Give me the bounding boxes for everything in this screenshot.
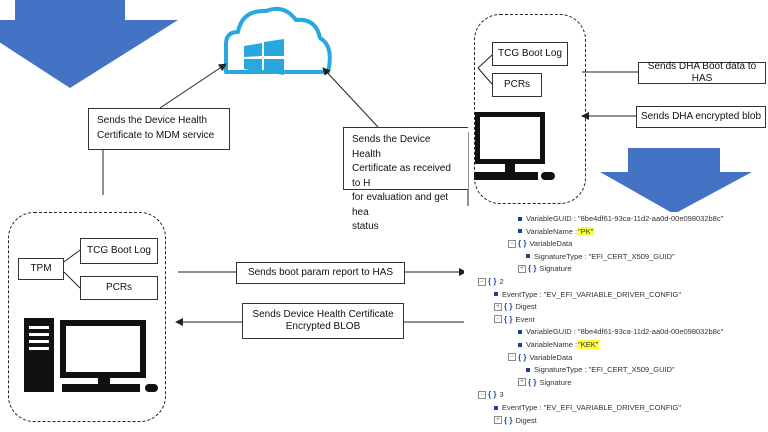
- property-icon: [518, 342, 522, 347]
- tree-leaf-row: SignatureType : "EFI_CERT_X509_GUID": [526, 252, 675, 261]
- tree-text: Event: [515, 314, 535, 324]
- collapse-icon[interactable]: −: [508, 239, 516, 248]
- bottom-device-group: [8, 212, 166, 422]
- property-icon: [494, 292, 498, 297]
- tree-node-row[interactable]: +{ }Signature: [518, 378, 572, 387]
- tree-text: VariableName :: [526, 340, 578, 349]
- tree-text: VariableData: [529, 239, 573, 249]
- property-icon: [518, 229, 522, 234]
- bottom-tcg-boot-log-box: TCG Boot Log: [80, 238, 158, 264]
- tree-leaf-row: SignatureType : "EFI_CERT_X509_GUID": [526, 365, 675, 374]
- collapse-icon[interactable]: −: [508, 353, 516, 362]
- tree-text: EventType : "EV_EFI_VARIABLE_DRIVER_CONF…: [502, 289, 682, 299]
- property-icon: [518, 216, 522, 221]
- tree-node-row[interactable]: −{ }Event: [494, 315, 535, 324]
- collapse-icon[interactable]: −: [478, 390, 486, 399]
- tree-leaf-row: VariableName : "PK": [518, 226, 595, 236]
- arrow-to-cloud-from-mdm: [159, 63, 227, 109]
- expand-icon[interactable]: +: [494, 302, 502, 311]
- note-line: Sends the Device Health: [352, 134, 431, 160]
- sends-dha-boot-label: Sends DHA Boot data to HAS: [638, 61, 766, 84]
- object-brace-icon: { }: [488, 390, 497, 400]
- tree-node-row[interactable]: +{ }Signature: [518, 264, 572, 273]
- tpm-box: TPM: [18, 258, 64, 280]
- expand-icon[interactable]: +: [518, 378, 526, 387]
- mdm-note: Sends the Device Health Certificate to M…: [88, 108, 230, 150]
- note-line: status: [352, 221, 379, 232]
- tree-text: SignatureType : "EFI_CERT_X509_GUID": [534, 251, 675, 261]
- tree-leaf-row: EventType : "EV_EFI_VARIABLE_DRIVER_CONF…: [494, 290, 681, 299]
- tree-node-row[interactable]: −{ }VariableData: [508, 239, 572, 248]
- tree-leaf-row: EventType : "EV_EFI_VARIABLE_DRIVER_CONF…: [494, 403, 681, 412]
- object-brace-icon: { }: [504, 415, 513, 425]
- property-icon: [518, 329, 522, 334]
- bottom-pcrs-box: PCRs: [80, 276, 158, 300]
- tree-leaf-row: VariableName : "KEK": [518, 340, 600, 349]
- object-brace-icon: { }: [518, 352, 527, 362]
- tcg-boot-log-box: TCG Boot Log: [492, 42, 568, 66]
- sends-dha-blob-label: Sends DHA encrypted blob: [636, 106, 766, 128]
- device-cert-label: Sends Device Health Certificate Encrypte…: [242, 303, 404, 339]
- expand-icon[interactable]: +: [494, 416, 502, 425]
- object-brace-icon: { }: [528, 377, 537, 387]
- tree-text: 3: [499, 390, 504, 400]
- property-icon: [526, 367, 530, 372]
- tree-text: EventType : "EV_EFI_VARIABLE_DRIVER_CONF…: [502, 403, 682, 412]
- has-note: Sends the Device Health Certificate as r…: [343, 127, 468, 232]
- object-brace-icon: { }: [528, 264, 537, 274]
- tree-text: SignatureType : "EFI_CERT_X509_GUID": [534, 365, 675, 375]
- tree-leaf-row: VariableGUID : "8be4df61-93ca-11d2-aa0d-…: [518, 327, 723, 336]
- expand-icon[interactable]: +: [518, 264, 526, 273]
- tree-text: VariableGUID : "8be4df61-93ca-11d2-aa0d-…: [526, 327, 724, 337]
- object-brace-icon: { }: [504, 314, 513, 324]
- collapse-icon[interactable]: −: [478, 277, 486, 286]
- top-device-group: [474, 14, 586, 204]
- object-brace-icon: { }: [488, 277, 497, 286]
- note-line: Certificate as received to H: [352, 163, 451, 189]
- property-icon: [494, 405, 498, 410]
- tree-text: Signature: [539, 264, 572, 274]
- tree-node-row[interactable]: +{ }Digest: [494, 302, 537, 311]
- tower-computer-icon: [24, 318, 158, 392]
- desktop-computer-icon: [474, 112, 555, 180]
- tree-text: Digest: [515, 415, 537, 425]
- tree-node-row[interactable]: +{ }Digest: [494, 416, 537, 425]
- highlighted-value: "KEK": [577, 340, 600, 349]
- tree-text: VariableName :: [526, 226, 578, 236]
- tree-node-row[interactable]: −{ }2: [478, 277, 504, 286]
- pcrs-box: PCRs: [492, 73, 542, 97]
- object-brace-icon: { }: [504, 302, 513, 312]
- tree-text: Digest: [515, 302, 537, 312]
- tree-text: VariableData: [529, 352, 573, 362]
- tree-text: VariableGUID : "8be4df61-93ca-11d2-aa0d-…: [526, 214, 724, 223]
- tree-leaf-row: VariableGUID : "8be4df61-93ca-11d2-aa0d-…: [518, 214, 723, 223]
- collapse-icon[interactable]: −: [494, 315, 502, 324]
- tree-node-row[interactable]: −{ }3: [478, 390, 504, 399]
- tree-node-row[interactable]: −{ }VariableData: [508, 353, 572, 362]
- big-down-arrow-right-icon: [600, 148, 752, 214]
- big-down-arrow-icon: [0, 0, 178, 88]
- boot-param-label: Sends boot param report to HAS: [236, 262, 405, 284]
- cloud-windows-icon: [224, 6, 332, 75]
- object-brace-icon: { }: [518, 239, 527, 249]
- tree-text: 2: [499, 277, 504, 286]
- note-line: Certificate to MDM service: [97, 129, 215, 141]
- event-log-tree-view: VariableGUID : "8be4df61-93ca-11d2-aa0d-…: [464, 212, 768, 432]
- note-line: for evaluation and get hea: [352, 192, 449, 218]
- arrow-to-cloud-from-has: [322, 67, 379, 128]
- note-line: Sends the Device Health: [97, 115, 208, 126]
- highlighted-value: "PK": [577, 226, 595, 236]
- tree-text: Signature: [539, 377, 572, 387]
- property-icon: [526, 254, 530, 259]
